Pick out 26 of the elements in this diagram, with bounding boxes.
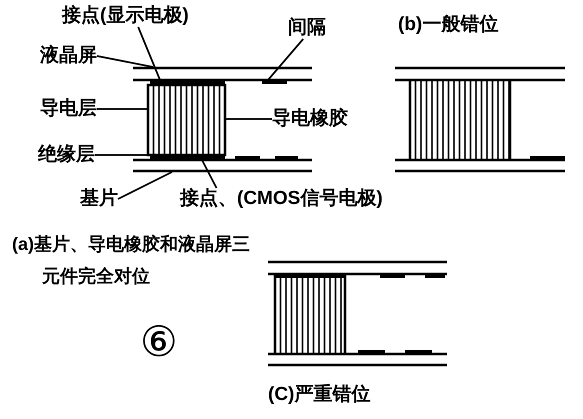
leader-line xyxy=(201,160,218,188)
panel-caption: (a)基片、导电橡胶和液晶屏三元件完全对位 xyxy=(11,233,251,288)
part-label: 间隔 xyxy=(288,17,326,39)
lcd-panel xyxy=(133,66,312,82)
leader-line xyxy=(137,26,161,80)
part-label: 绝缘层 xyxy=(38,144,95,166)
part-label: 液晶屏 xyxy=(40,45,97,67)
figure-number: ⑥ xyxy=(140,318,178,366)
leader-line xyxy=(267,38,304,81)
part-label: 接点(显示电极) xyxy=(62,5,189,27)
panel-caption: (C)严重错位 xyxy=(268,384,370,406)
leader-line xyxy=(118,171,172,200)
leader-line xyxy=(97,108,147,110)
leader-line xyxy=(95,154,147,156)
substrate-plate xyxy=(133,158,312,172)
part-label: 接点、(CMOS信号电极) xyxy=(180,188,383,210)
part-label: 导电层 xyxy=(40,98,97,120)
electrode-contact xyxy=(150,80,225,84)
leader-line xyxy=(96,55,154,68)
part-label: 基片 xyxy=(80,188,118,210)
electrode-contact xyxy=(150,156,225,160)
leader-line xyxy=(226,118,272,120)
conductive-rubber xyxy=(146,84,226,156)
part-label: 导电橡胶 xyxy=(272,108,348,130)
electrode-contact xyxy=(262,80,287,84)
panel-caption: (b)一般错位 xyxy=(398,14,498,36)
